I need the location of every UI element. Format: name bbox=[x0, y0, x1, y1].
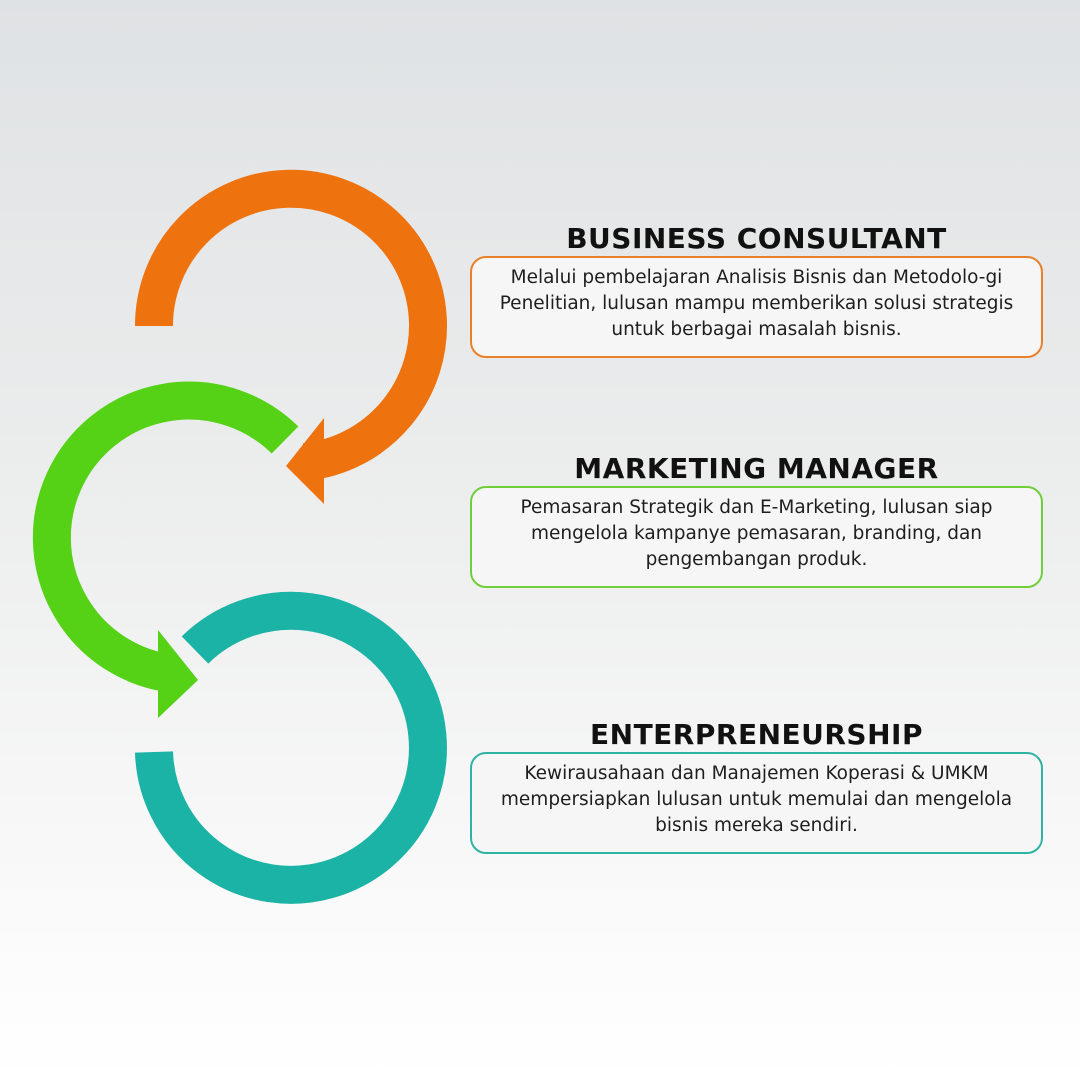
orange-arrow-arc bbox=[135, 169, 447, 481]
role-enterpreneurship: ENTERPRENEURSHIP Kewirausahaan dan Manaj… bbox=[470, 718, 1043, 854]
role-marketing-manager: MARKETING MANAGER Pemasaran Strategik da… bbox=[470, 452, 1043, 588]
orange-arrow-head bbox=[286, 418, 324, 504]
role-description-box: Melalui pembelajaran Analisis Bisnis dan… bbox=[470, 256, 1043, 358]
role-title: BUSINESS CONSULTANT bbox=[566, 222, 947, 255]
role-description-box: Pemasaran Strategik dan E-Marketing, lul… bbox=[470, 486, 1043, 588]
green-arrow-arc bbox=[32, 381, 299, 693]
role-title: MARKETING MANAGER bbox=[574, 452, 939, 485]
green-arrow-head bbox=[158, 630, 198, 718]
role-business-consultant: BUSINESS CONSULTANT Melalui pembelajaran… bbox=[470, 222, 1043, 358]
role-title: ENTERPRENEURSHIP bbox=[590, 718, 923, 751]
teal-arrow-arc bbox=[135, 591, 447, 904]
role-description-box: Kewirausahaan dan Manajemen Koperasi & U… bbox=[470, 752, 1043, 854]
